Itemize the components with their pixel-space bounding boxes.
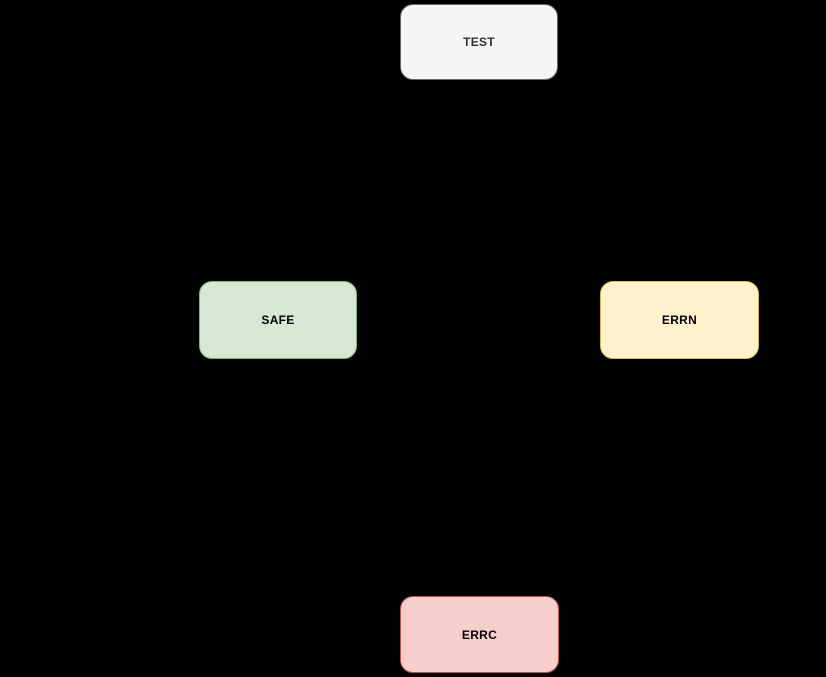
node-errn[interactable]: ERRN — [600, 281, 759, 359]
node-test-label: TEST — [463, 35, 495, 49]
node-safe-label: SAFE — [261, 313, 295, 327]
node-errc-label: ERRC — [461, 627, 498, 642]
node-test[interactable]: TEST — [400, 4, 558, 80]
node-safe[interactable]: SAFE — [199, 281, 357, 359]
node-errn-label: ERRN — [661, 313, 698, 327]
node-errc[interactable]: ERRC — [400, 596, 559, 673]
